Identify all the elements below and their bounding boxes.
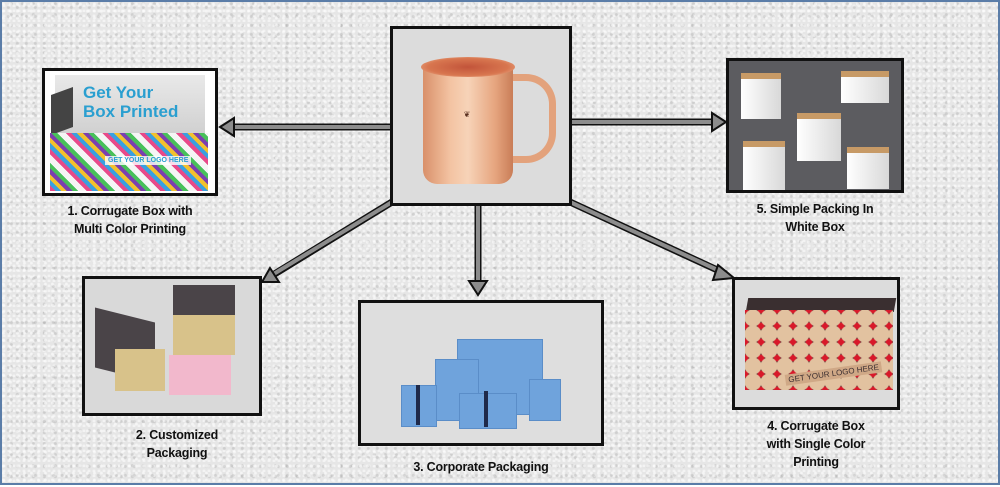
arrow-to-node-4	[568, 198, 737, 282]
white-box	[741, 73, 781, 119]
node-5-label-line1: 5. Simple Packing In	[756, 202, 874, 216]
arrow-to-node-3	[467, 206, 489, 297]
box-flap	[51, 86, 73, 136]
arrow-to-node-1	[218, 116, 390, 138]
node-4-label-line1: 4. Corrugate Box	[767, 419, 865, 433]
node-5-label: 5. Simple Packing In White Box	[722, 200, 908, 236]
mug-body	[423, 64, 513, 184]
arrow-to-node-2	[260, 199, 394, 283]
box-logo-text: GET YOUR LOGO HERE	[105, 156, 192, 165]
box-lid	[55, 75, 205, 137]
node-4-image: GET YOUR LOGO HERE	[732, 277, 900, 410]
node-3-label-line1: 3. Corporate Packaging	[413, 460, 549, 474]
node-5-label-line2: White Box	[785, 220, 845, 234]
box-title-line1: Get Your	[83, 83, 154, 102]
gift-box-lid	[173, 285, 235, 315]
mug-handle	[503, 74, 556, 163]
white-box	[847, 147, 889, 189]
arrow-to-node-5	[572, 111, 728, 133]
ribbon	[416, 385, 420, 425]
node-2-image	[82, 276, 262, 416]
box-title-text: Get Your Box Printed	[83, 83, 178, 121]
node-2-label-line2: Packaging	[146, 446, 208, 460]
node-1-label-line2: Multi Color Printing	[74, 222, 186, 236]
gift-box-pink	[169, 355, 231, 395]
node-1-image: Get Your Box Printed GET YOUR LOGO HERE	[42, 68, 218, 196]
node-2-label-line1: 2. Customized	[135, 428, 219, 442]
white-box	[797, 113, 841, 161]
gift-box-drawer	[173, 315, 235, 355]
ribbon	[484, 391, 488, 427]
center-node-copper-mug: ❦	[390, 26, 572, 206]
node-5-image	[726, 58, 904, 193]
node-3-label: 3. Corporate Packaging	[358, 458, 604, 476]
box-title-line2: Box Printed	[83, 102, 179, 121]
node-4-label-line2: with Single Color	[766, 437, 866, 451]
gift-box-drawer	[115, 349, 165, 391]
white-box	[841, 71, 889, 103]
mug-logo: ❦	[463, 110, 471, 119]
node-4-label: 4. Corrugate Box with Single Color Print…	[726, 417, 906, 471]
blue-box	[459, 393, 517, 429]
node-4-label-line3: Printing	[793, 455, 839, 469]
node-1-label-line1: 1. Corrugate Box with	[67, 204, 193, 218]
node-1-label: 1. Corrugate Box with Multi Color Printi…	[42, 202, 218, 238]
node-2-label: 2. Customized Packaging	[92, 426, 262, 462]
node-3-image	[358, 300, 604, 446]
mug-rim	[421, 57, 515, 77]
blue-box	[529, 379, 561, 421]
white-box	[743, 141, 785, 190]
